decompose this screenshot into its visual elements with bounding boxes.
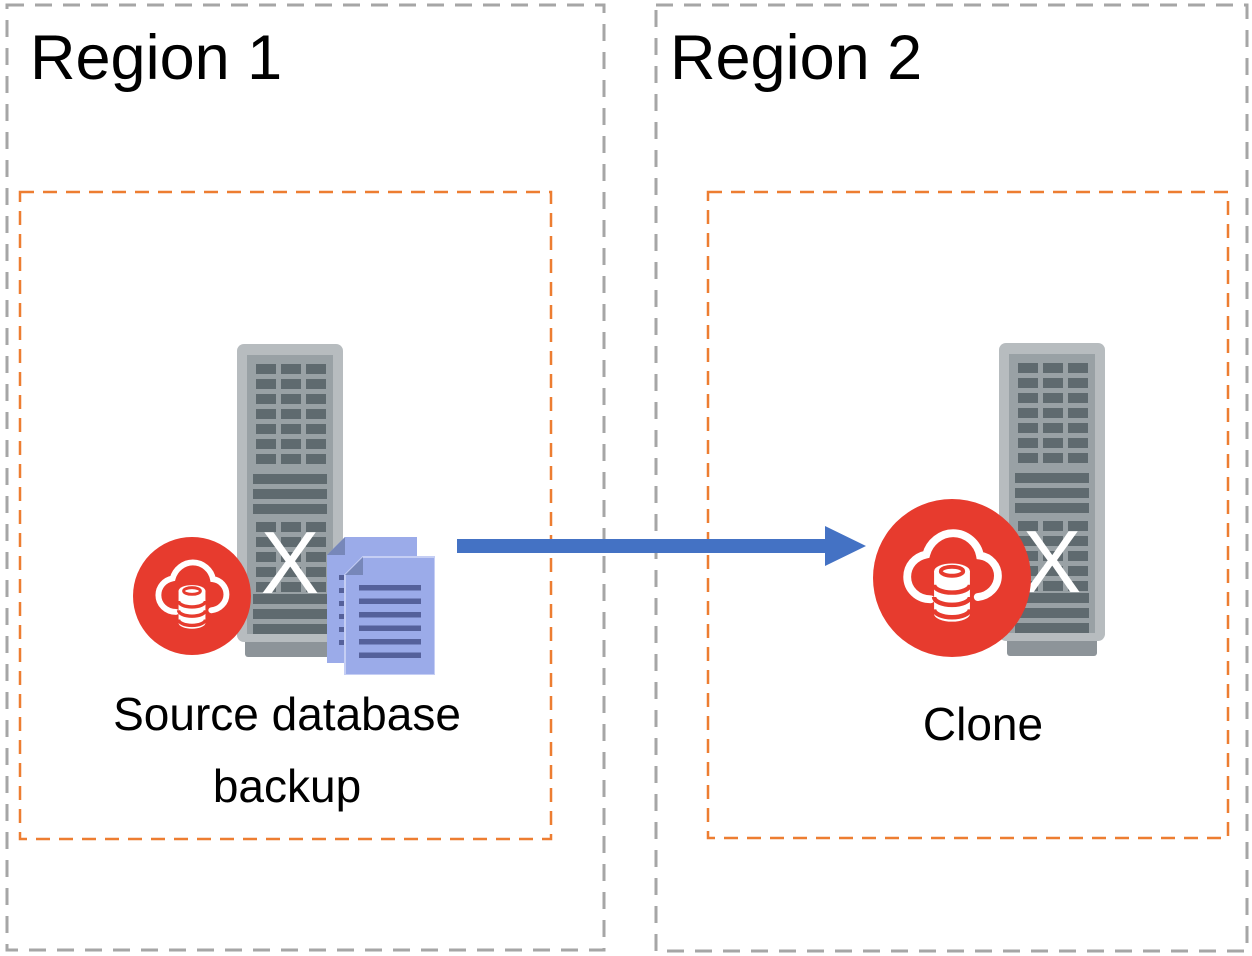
clone-group	[873, 343, 1105, 657]
region-2-boundary	[654, 3, 1249, 953]
source-database-backup-label: Source database backup	[113, 688, 461, 812]
region-1-boundary	[5, 3, 606, 952]
region-1-title: Region 1	[30, 23, 283, 93]
source-database-backup-group	[133, 344, 435, 675]
region-2-inner-boundary	[706, 190, 1230, 840]
region-2-title: Region 2	[670, 23, 923, 93]
clone-label: Clone	[922, 698, 1044, 750]
replication-arrow-icon	[457, 526, 866, 566]
region-1-inner-boundary	[18, 190, 553, 841]
backup-documents-icon	[326, 537, 435, 675]
